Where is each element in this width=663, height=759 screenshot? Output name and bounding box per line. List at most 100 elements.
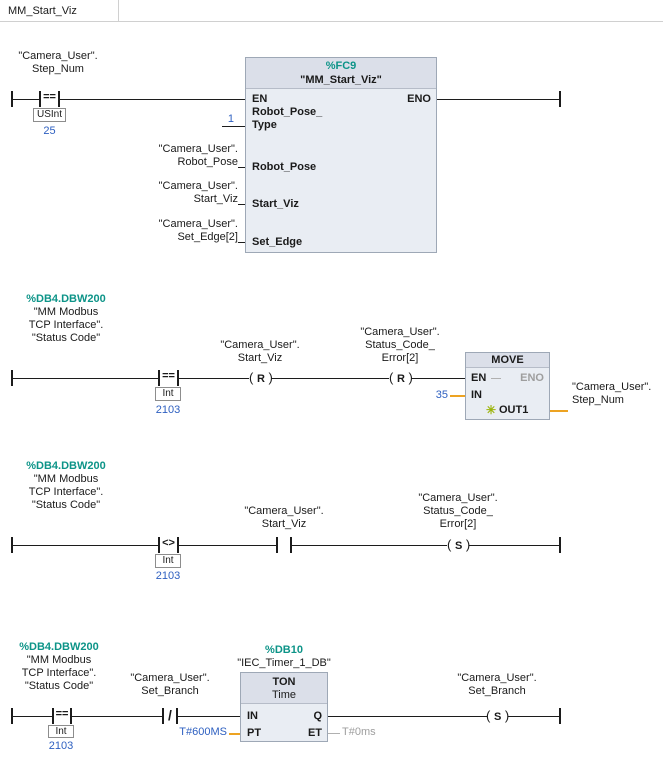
pin-start-viz[interactable]: Start_Viz (252, 198, 299, 210)
operand-label[interactable]: Status_Code_ (365, 339, 435, 351)
pin-en[interactable]: EN (252, 93, 268, 105)
operand-address[interactable]: %DB4.DBW200 (26, 293, 106, 305)
compare-operator[interactable]: == (162, 370, 175, 382)
reset-coil[interactable]: R (249, 370, 273, 387)
contact-bar[interactable] (177, 370, 179, 386)
block-instance-name[interactable]: "IEC_Timer_1_DB" (237, 657, 331, 669)
contact-bar[interactable] (158, 537, 160, 553)
contact-bar[interactable] (276, 537, 278, 553)
contact-bar[interactable] (58, 91, 60, 107)
operand-label[interactable]: "Camera_User". (130, 672, 210, 684)
pin-set-edge[interactable]: Set_Edge (252, 236, 303, 248)
input-constant[interactable]: 35 (435, 389, 448, 401)
operand-label[interactable]: "Camera_User". (220, 339, 300, 351)
operand-label[interactable]: "MM Modbus (33, 473, 99, 485)
compare-operator[interactable]: == (55, 708, 69, 720)
operand-label[interactable]: "Camera_User". (457, 672, 537, 684)
pin-et[interactable]: ET (307, 727, 322, 739)
block-title[interactable]: MOVE (491, 354, 524, 366)
fc-block[interactable] (245, 57, 437, 253)
operand-label[interactable]: "MM Modbus (26, 654, 92, 666)
pin-out1[interactable]: OUT1 (499, 404, 529, 416)
operand-label[interactable]: "Status Code" (31, 499, 101, 511)
wire (238, 242, 245, 243)
pin-robot-pose-type-line2[interactable]: Type (252, 119, 277, 131)
input-constant[interactable]: T#600MS (179, 726, 227, 738)
operand-label[interactable]: "Camera_User". (244, 505, 324, 517)
compare-value[interactable]: 2103 (48, 740, 74, 752)
contact-bar[interactable] (290, 537, 292, 553)
compare-type-box[interactable]: Int (155, 554, 181, 568)
compare-value[interactable]: 2103 (155, 570, 181, 582)
coil-symbol: S (454, 540, 463, 552)
wire-unconnected (491, 378, 501, 379)
block-subtitle[interactable]: Time (271, 689, 297, 701)
contact-bar[interactable] (39, 91, 41, 107)
block-title[interactable]: "MM_Start_Viz" (300, 74, 382, 86)
operand-label[interactable]: Step_Num (32, 63, 84, 75)
contact-bar[interactable] (52, 708, 54, 724)
reset-coil[interactable]: R (389, 370, 413, 387)
operand-label[interactable]: "Camera_User". (158, 143, 238, 155)
wire (238, 204, 245, 205)
compare-value[interactable]: 25 (43, 125, 56, 137)
set-coil[interactable]: S (486, 708, 509, 725)
new-output-star-icon: ✳ (486, 403, 497, 417)
contact-bar[interactable] (177, 537, 179, 553)
operand-label[interactable]: Set_Branch (468, 685, 526, 697)
compare-type-box[interactable]: Int (48, 725, 74, 738)
pin-pt[interactable]: PT (247, 727, 262, 739)
contact-bar[interactable] (70, 708, 72, 724)
operand-label[interactable]: Start_Viz (237, 352, 283, 364)
operand-label[interactable]: "Status Code" (24, 680, 94, 692)
operand-label[interactable]: "Camera_User". (18, 50, 98, 62)
pin-robot-pose-type-line1[interactable]: Robot_Pose_ (252, 106, 323, 118)
operand-label[interactable]: Set_Branch (141, 685, 199, 697)
operand-address[interactable]: %DB4.DBW200 (26, 460, 106, 472)
input-constant[interactable]: 1 (227, 113, 234, 125)
operand-label[interactable]: TCP Interface". (28, 319, 104, 331)
pin-en[interactable]: EN (471, 372, 487, 384)
wire-highlight (550, 410, 568, 412)
operand-label[interactable]: Error[2] (439, 518, 477, 530)
pin-in[interactable]: IN (247, 710, 258, 722)
operand-label[interactable]: Error[2] (381, 352, 419, 364)
ton-block-header (241, 673, 327, 704)
pin-eno[interactable]: ENO (407, 93, 431, 105)
operand-label[interactable]: Step_Num (572, 394, 624, 406)
operand-label[interactable]: "MM Modbus (33, 306, 99, 318)
operand-label[interactable]: Robot_Pose (177, 156, 238, 168)
block-address[interactable]: %FC9 (325, 60, 357, 72)
operand-label[interactable]: "Camera_User". (158, 180, 238, 192)
compare-operator[interactable]: <> (162, 537, 175, 549)
operand-label[interactable]: Start_Viz (193, 193, 238, 205)
wire (179, 545, 276, 546)
pin-robot-pose[interactable]: Robot_Pose (252, 161, 317, 173)
operand-label[interactable]: TCP Interface". (21, 667, 97, 679)
compare-type-box[interactable]: USInt (33, 108, 66, 122)
wire (328, 716, 487, 717)
tab-divider (118, 0, 119, 22)
pin-eno[interactable]: ENO (520, 372, 544, 384)
operand-label[interactable]: "Camera_User". (360, 326, 440, 338)
pin-q[interactable]: Q (313, 710, 322, 722)
contact-bar[interactable] (158, 370, 160, 386)
operand-label[interactable]: Status_Code_ (423, 505, 493, 517)
operand-label[interactable]: Start_Viz (261, 518, 307, 530)
operand-label[interactable]: "Status Code" (31, 332, 101, 344)
tab-label[interactable]: MM_Start_Viz (8, 5, 77, 17)
block-title[interactable]: TON (272, 676, 296, 688)
compare-value[interactable]: 2103 (155, 404, 181, 416)
operand-label[interactable]: TCP Interface". (28, 486, 104, 498)
compare-operator[interactable]: == (43, 91, 56, 103)
operand-label[interactable]: "Camera_User". (158, 218, 238, 230)
pin-in[interactable]: IN (471, 389, 482, 401)
wire (292, 545, 447, 546)
block-address[interactable]: %DB10 (265, 644, 303, 656)
compare-type-box[interactable]: Int (155, 387, 181, 401)
operand-address[interactable]: %DB4.DBW200 (19, 641, 99, 653)
operand-label[interactable]: Set_Edge[2] (177, 231, 238, 243)
set-coil[interactable]: S (447, 537, 470, 554)
operand-label[interactable]: "Camera_User". (572, 381, 652, 393)
operand-label[interactable]: "Camera_User". (418, 492, 498, 504)
